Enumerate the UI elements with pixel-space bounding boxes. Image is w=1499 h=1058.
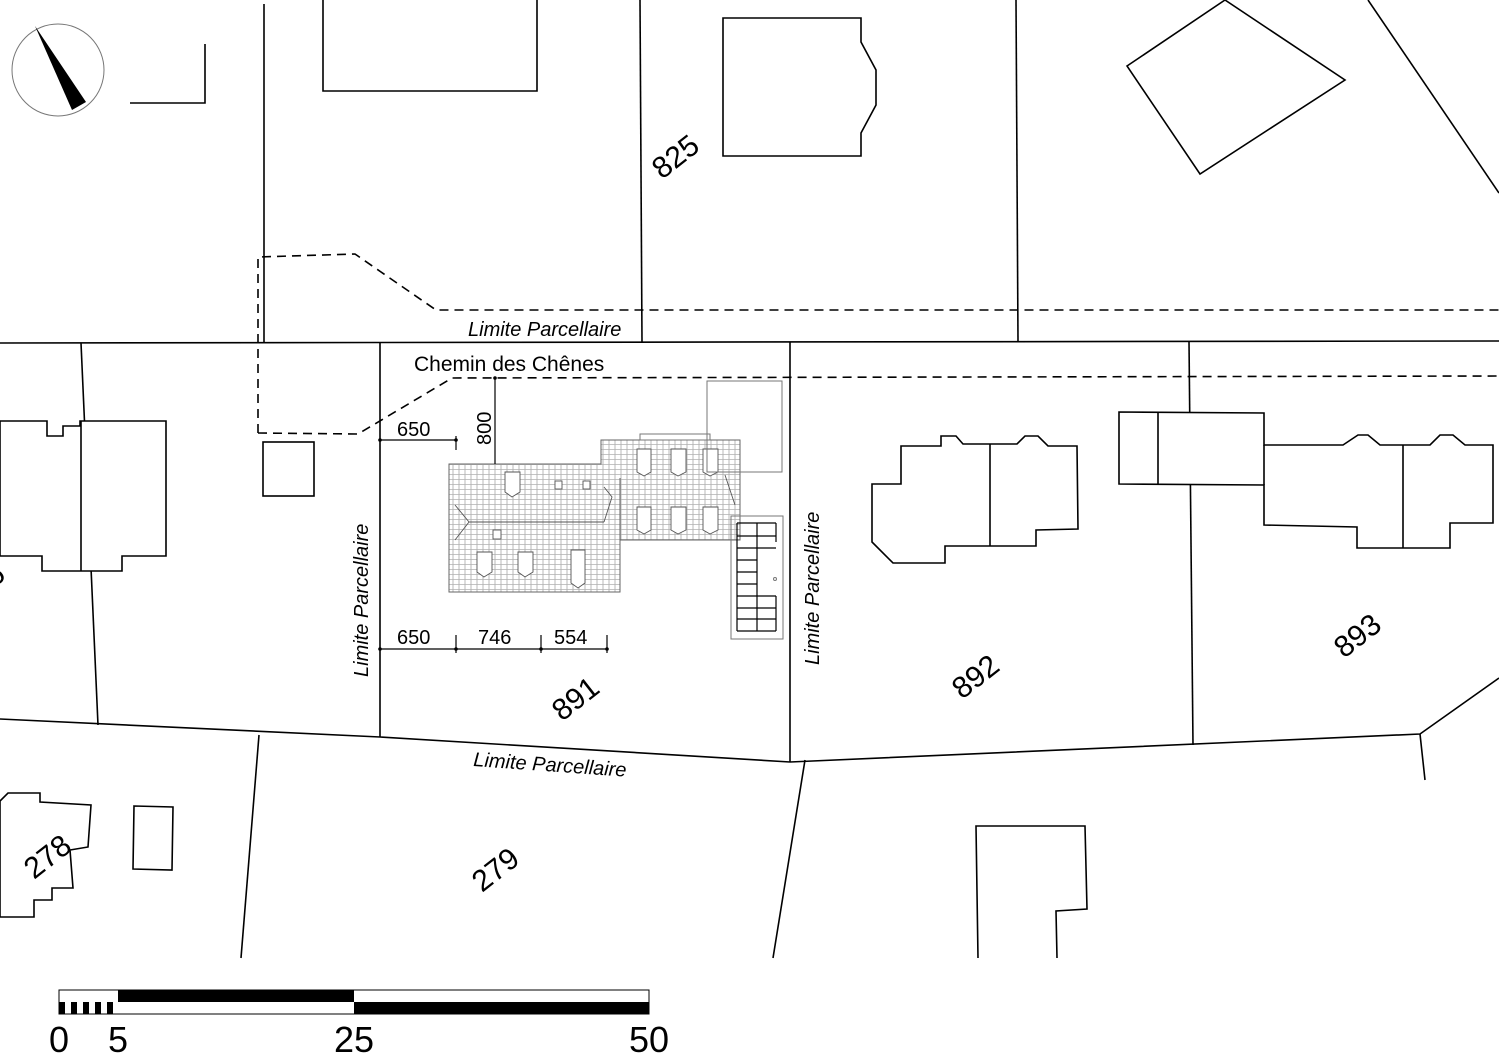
neighbour-buildings (0, 0, 1494, 959)
dimension-top-front: 800 (474, 412, 496, 445)
scale-tick-25: 25 (334, 1019, 374, 1058)
north-arrow-icon (11, 23, 105, 117)
road-label: Chemin des Chênes (414, 353, 604, 376)
terrace-outlines (639, 380, 784, 640)
parcel-number-279: 279 (466, 842, 526, 899)
scale-tick-5: 5 (108, 1019, 128, 1058)
limite-label-top: Limite Parcellaire (468, 319, 621, 341)
dimension-lines (378, 376, 609, 653)
stairs (736, 522, 777, 632)
dimension-top-left: 650 (397, 419, 430, 441)
parcel-number-edge: 6 (0, 557, 11, 593)
limite-label-left: Limite Parcellaire (351, 524, 373, 677)
scale-tick-0: 0 (49, 1019, 69, 1058)
parcel-number-892: 892 (946, 649, 1006, 706)
dashed-setback-lines (257, 253, 1499, 435)
parcel-number-891: 891 (546, 671, 606, 728)
dimension-bottom-left: 650 (397, 627, 430, 649)
subject-building-roof (448, 439, 741, 593)
parcel-number-893: 893 (1328, 608, 1388, 665)
dimension-bottom-a: 746 (478, 627, 511, 649)
scale-bar (58, 989, 650, 1015)
parcel-number-825: 825 (646, 129, 706, 186)
limite-label-bottom: Limite Parcellaire (473, 749, 628, 782)
dimension-bottom-b: 554 (554, 627, 587, 649)
limite-label-right: Limite Parcellaire (802, 512, 824, 665)
scale-tick-50: 50 (629, 1019, 669, 1058)
